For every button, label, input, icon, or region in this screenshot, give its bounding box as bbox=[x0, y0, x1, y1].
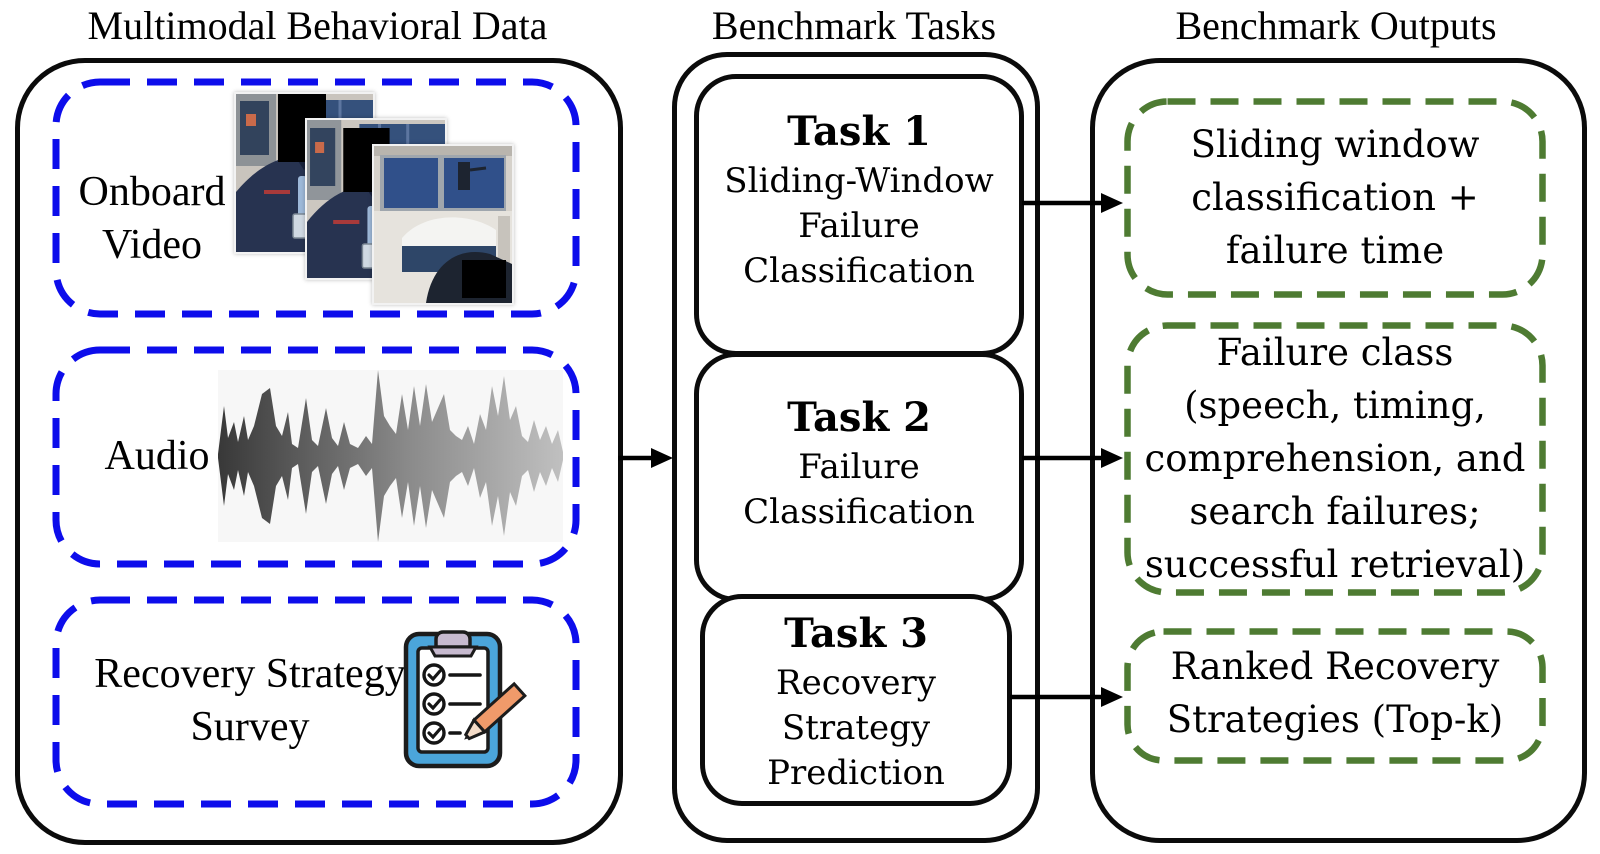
task3-title: Task 3 bbox=[784, 610, 928, 657]
audio-box: Audio bbox=[52, 346, 580, 568]
header-benchmark-outputs: Benchmark Outputs bbox=[1175, 3, 1497, 48]
video-frame-3 bbox=[372, 144, 514, 305]
onboard-video-label: Onboard Video bbox=[78, 169, 226, 268]
output2-text: Failure class (speech, timing, comprehen… bbox=[1144, 331, 1526, 586]
task1-title: Task 1 bbox=[787, 108, 931, 155]
task1-box: Task 1 Sliding-Window Failure Classifica… bbox=[694, 74, 1024, 356]
output3-text: Ranked Recovery Strategies (Top-k) bbox=[1166, 645, 1504, 741]
green-dashed-border bbox=[1124, 322, 1546, 596]
audio-waveform-image bbox=[218, 370, 563, 542]
blue-dashed-border bbox=[52, 596, 580, 808]
clipboard-checklist-icon bbox=[403, 630, 527, 769]
pencil-icon bbox=[463, 681, 527, 741]
survey-label: Recovery Strategy Survey bbox=[94, 651, 406, 750]
task2-title: Task 2 bbox=[787, 394, 931, 441]
header-benchmark-tasks: Benchmark Tasks bbox=[711, 3, 997, 48]
green-dashed-border bbox=[1124, 98, 1546, 298]
task2-box: Task 2 Failure Classification bbox=[694, 352, 1024, 602]
outputs-column-container bbox=[1090, 58, 1587, 843]
output3-box: Ranked Recovery Strategies (Top-k) bbox=[1124, 628, 1546, 764]
output1-box: Sliding window classification + failure … bbox=[1124, 98, 1546, 298]
header-multimodal-behavioral-data: Multimodal Behavioral Data bbox=[87, 3, 548, 48]
onboard-video-box: Onboard Video bbox=[52, 78, 580, 318]
blue-dashed-border bbox=[52, 346, 580, 568]
blue-dashed-border bbox=[52, 78, 580, 318]
survey-box: Recovery Strategy Survey bbox=[52, 596, 580, 808]
task3-box: Task 3 Recovery Strategy Prediction bbox=[700, 594, 1012, 806]
output2-box: Failure class (speech, timing, comprehen… bbox=[1124, 322, 1546, 596]
audio-label: Audio bbox=[104, 433, 210, 479]
output1-text: Sliding window classification + failure … bbox=[1190, 123, 1480, 272]
